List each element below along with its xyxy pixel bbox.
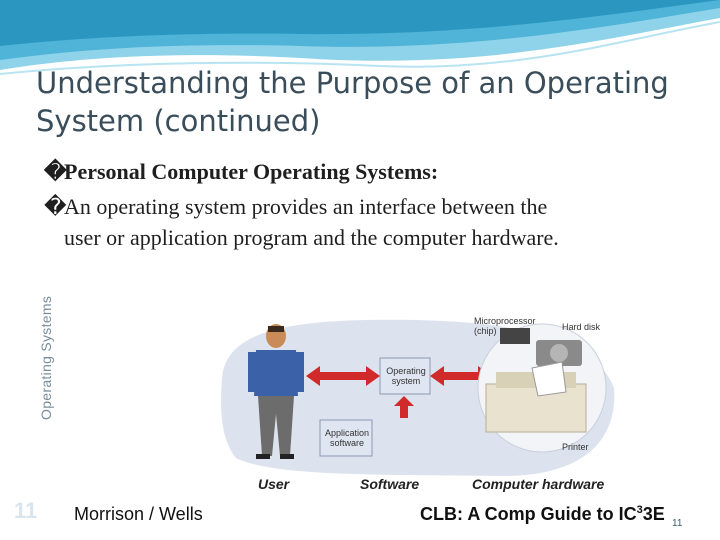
microprocessor-label: Microprocessor (chip) xyxy=(474,316,536,336)
os-diagram: Operating system Application software Mi… xyxy=(216,288,620,494)
user-label: User xyxy=(258,476,290,492)
app-box xyxy=(319,419,373,457)
slide-number-watermark: 11 xyxy=(14,498,38,523)
slide-title: Understanding the Purpose of an Operatin… xyxy=(36,66,669,138)
os-diagram-graphic xyxy=(221,319,615,477)
microprocessor-chip xyxy=(500,328,530,344)
os-box xyxy=(379,357,431,395)
arrow-user-os xyxy=(306,366,380,386)
hard-disk-label: Hard disk xyxy=(562,322,601,332)
printer-label: Printer xyxy=(562,442,589,452)
app-box-label: Application software xyxy=(324,428,370,448)
arrow-os-app xyxy=(394,396,414,418)
page-number: 11 xyxy=(672,518,683,529)
footer-course-sup: 3 xyxy=(636,504,643,516)
footer-authors: Morrison / Wells xyxy=(74,504,203,524)
footer-course-prefix: CLB: A Comp Guide to IC xyxy=(420,504,637,524)
bullet-1-text: Personal Computer Operating Systems: xyxy=(64,159,439,184)
footer-course-suffix: 3E xyxy=(642,504,665,524)
bullet-2-line-2: user or application program and the comp… xyxy=(64,225,559,250)
software-label: Software xyxy=(360,476,420,492)
footer-course: CLB: A Comp Guide to IC33E xyxy=(420,504,665,525)
bullet-2-line-1: An operating system provides an interfac… xyxy=(64,194,548,219)
arrow-os-hardware xyxy=(430,366,492,386)
user-figure xyxy=(248,324,304,459)
bullet-2: �An operating system provides an interfa… xyxy=(44,191,559,253)
bullet-1: �Personal Computer Operating Systems: xyxy=(44,156,438,187)
os-box-label: Operating system xyxy=(386,366,426,386)
hardware-label: Computer hardware xyxy=(472,476,605,492)
bullet-mark-1: � xyxy=(44,159,67,184)
header-wave-decoration xyxy=(0,0,720,75)
printer xyxy=(485,361,587,433)
side-label: Operating Systems xyxy=(38,295,54,420)
bullet-mark-2: � xyxy=(44,194,67,219)
